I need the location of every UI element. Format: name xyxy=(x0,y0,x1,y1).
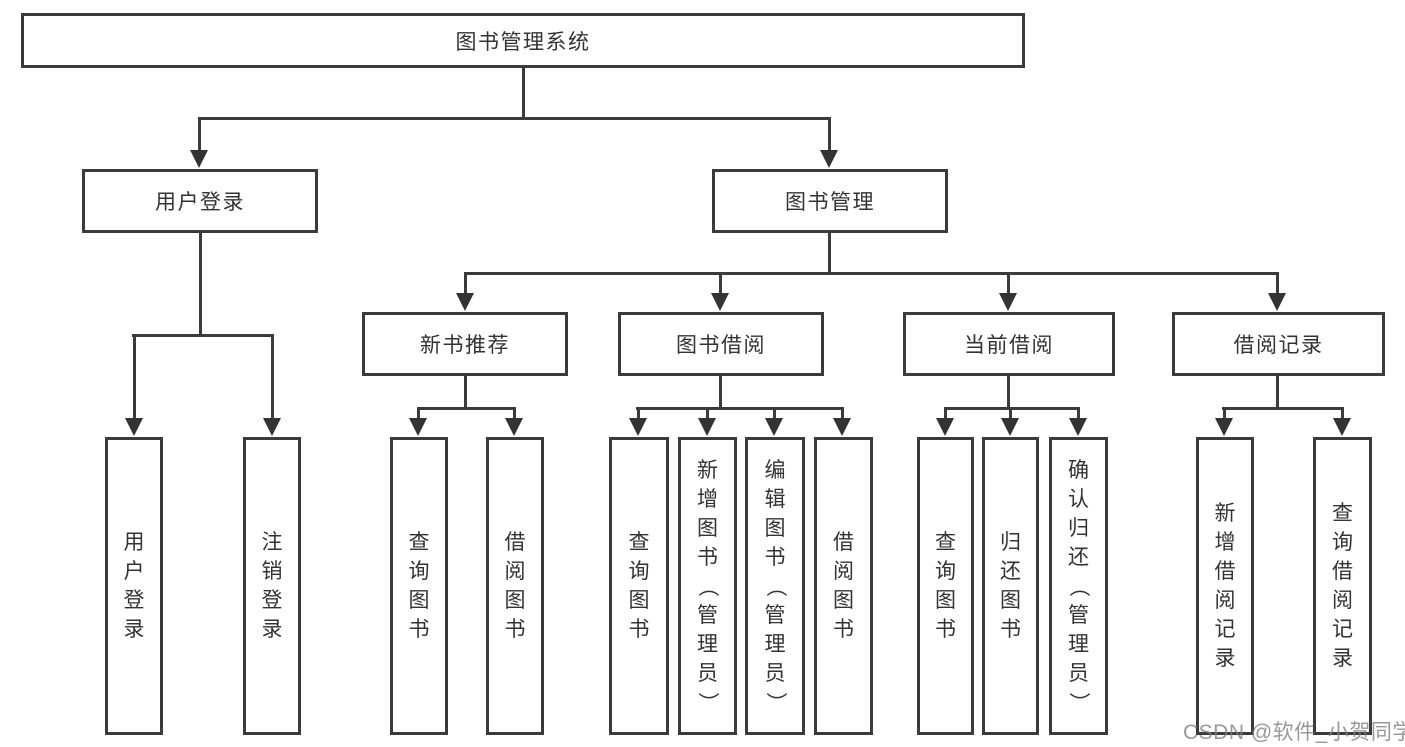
arrowhead-down-icon xyxy=(1215,418,1233,436)
node-root: 图书管理系统 xyxy=(21,13,1025,68)
arrowhead-down-icon xyxy=(1069,418,1087,436)
leaf-edit-book-admin: 编辑图书（管理员） xyxy=(745,437,805,735)
connector-line xyxy=(198,233,202,337)
leaf-query-books-recommend: 查询图书 xyxy=(390,437,448,735)
leaf-query-borrow-record-label: 查询借阅记录 xyxy=(1332,502,1353,670)
arrowhead-down-icon xyxy=(1001,418,1019,436)
watermark: CSDN @软件_小贺同学 xyxy=(1183,721,1405,744)
arrowhead-down-icon xyxy=(505,418,523,436)
leaf-query-books-borrow: 查询图书 xyxy=(609,437,669,735)
leaf-query-books-current: 查询图书 xyxy=(917,437,974,735)
node-current-borrow: 当前借阅 xyxy=(903,312,1115,376)
node-book-management-label: 图书管理 xyxy=(785,191,875,214)
arrowhead-down-icon xyxy=(1268,293,1286,311)
connector-line xyxy=(1222,407,1344,410)
connector-line xyxy=(827,233,831,275)
connector-line xyxy=(132,334,136,419)
leaf-add-borrow-record-label: 新增借阅记录 xyxy=(1214,502,1236,670)
connector-line xyxy=(718,376,722,410)
connector-line xyxy=(1275,272,1279,294)
leaf-add-borrow-record: 新增借阅记录 xyxy=(1196,437,1254,735)
connector-line xyxy=(1222,407,1226,419)
node-user-login-label: 用户登录 xyxy=(155,191,245,214)
leaf-borrow-books-recommend-label: 借阅图书 xyxy=(504,531,526,641)
connector-line xyxy=(718,272,722,294)
leaf-edit-book-admin-label: 编辑图书（管理员） xyxy=(763,458,787,713)
connector-line xyxy=(464,272,1279,275)
leaf-logout: 注销登录 xyxy=(243,437,301,735)
arrowhead-down-icon xyxy=(820,150,838,168)
connector-line xyxy=(1076,407,1080,419)
connector-line xyxy=(944,407,1080,410)
arrowhead-down-icon xyxy=(765,418,783,436)
leaf-return-book-label: 归还图书 xyxy=(1000,531,1021,641)
connector-line xyxy=(521,68,525,118)
connector-line xyxy=(636,407,843,410)
leaf-confirm-return-admin: 确认归还（管理员） xyxy=(1049,437,1108,735)
node-new-book-recommend: 新书推荐 xyxy=(362,312,568,376)
connector-line xyxy=(417,407,516,410)
connector-line xyxy=(943,407,947,419)
leaf-query-books-borrow-label: 查询图书 xyxy=(628,531,650,641)
arrowhead-down-icon xyxy=(190,150,208,168)
connector-line xyxy=(1008,407,1012,419)
connector-line xyxy=(463,376,467,410)
leaf-add-book-admin-label: 新增图书（管理员） xyxy=(696,458,719,713)
arrowhead-down-icon xyxy=(698,418,716,436)
leaf-query-books-recommend-label: 查询图书 xyxy=(408,531,430,641)
connector-line xyxy=(827,117,831,151)
node-book-borrow: 图书借阅 xyxy=(618,312,824,376)
node-new-book-recommend-label: 新书推荐 xyxy=(420,334,510,357)
connector-line xyxy=(705,407,709,419)
node-root-label: 图书管理系统 xyxy=(455,30,591,54)
node-user-login: 用户登录 xyxy=(82,169,318,233)
leaf-query-borrow-record: 查询借阅记录 xyxy=(1313,437,1372,735)
leaf-borrow-books: 借阅图书 xyxy=(814,437,873,735)
leaf-user-login-label: 用户登录 xyxy=(123,531,145,641)
connector-line xyxy=(1006,376,1010,410)
leaf-query-books-current-label: 查询图书 xyxy=(935,531,956,641)
node-borrow-records-label: 借阅记录 xyxy=(1233,334,1324,357)
connector-line xyxy=(512,407,516,419)
node-current-borrow-label: 当前借阅 xyxy=(964,334,1054,357)
arrowhead-down-icon xyxy=(833,418,851,436)
connector-line xyxy=(636,407,640,419)
leaf-borrow-books-recommend: 借阅图书 xyxy=(486,437,544,735)
arrowhead-down-icon xyxy=(999,293,1017,311)
arrowhead-down-icon xyxy=(1333,418,1351,436)
arrowhead-down-icon xyxy=(125,418,143,436)
connector-line xyxy=(840,407,844,419)
connector-line xyxy=(772,407,776,419)
leaf-confirm-return-admin-label: 确认归还（管理员） xyxy=(1067,458,1090,713)
connector-line xyxy=(197,117,201,151)
arrowhead-down-icon xyxy=(409,418,427,436)
leaf-user-login: 用户登录 xyxy=(105,437,163,735)
arrowhead-down-icon xyxy=(263,418,281,436)
node-borrow-records: 借阅记录 xyxy=(1172,312,1385,376)
leaf-return-book: 归还图书 xyxy=(982,437,1039,735)
connector-line xyxy=(132,334,274,337)
leaf-borrow-books-label: 借阅图书 xyxy=(833,531,854,641)
connector-line xyxy=(1275,376,1279,410)
connector-line xyxy=(416,407,420,419)
connector-line xyxy=(198,117,831,120)
node-book-management: 图书管理 xyxy=(712,169,948,233)
arrowhead-down-icon xyxy=(711,293,729,311)
connector-line xyxy=(270,334,274,419)
leaf-logout-label: 注销登录 xyxy=(261,531,283,641)
arrowhead-down-icon xyxy=(629,418,647,436)
leaf-add-book-admin: 新增图书（管理员） xyxy=(678,437,737,735)
arrowhead-down-icon xyxy=(456,293,474,311)
arrowhead-down-icon xyxy=(936,418,954,436)
connector-line xyxy=(463,272,467,294)
connector-line xyxy=(1006,272,1010,294)
connector-line xyxy=(1340,407,1344,419)
node-book-borrow-label: 图书借阅 xyxy=(676,334,766,357)
